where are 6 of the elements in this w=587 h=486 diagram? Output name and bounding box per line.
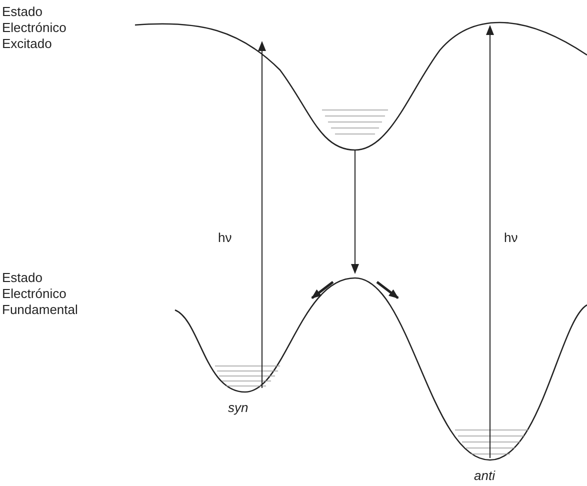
photon-energy-label: hν [504,230,518,246]
isomer-label: anti [474,468,495,484]
isomer-label: syn [228,400,248,416]
state-label: Estado Electrónico Fundamental [2,270,79,318]
state-label: Estado Electrónico Excitado [2,4,68,52]
photon-energy-label: hν [218,230,232,246]
